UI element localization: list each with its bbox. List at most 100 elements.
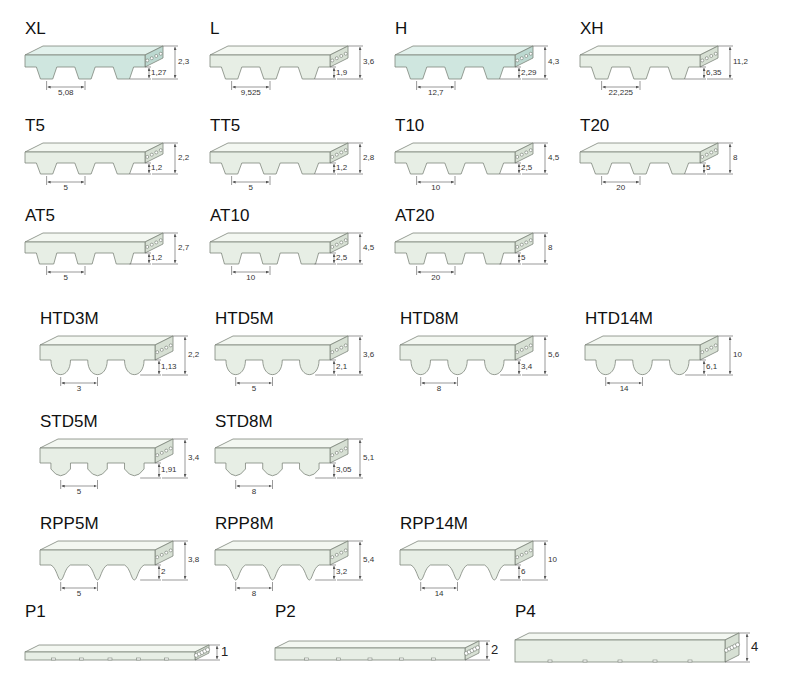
belt-profile-name: P4 xyxy=(515,603,536,622)
belt-end-face xyxy=(515,336,533,360)
dimension-line xyxy=(185,440,186,477)
extension-line xyxy=(707,79,733,80)
dimension-line xyxy=(62,588,97,589)
extension-line xyxy=(601,176,602,185)
dimension-value: 8 xyxy=(252,590,256,599)
flat-belt xyxy=(275,641,480,660)
dimension-line xyxy=(159,361,160,374)
extension-line xyxy=(60,582,61,591)
dimension-value: 5 xyxy=(249,184,253,193)
extension-line xyxy=(348,541,363,542)
extension-line xyxy=(163,233,178,234)
extension-line xyxy=(270,176,271,185)
extension-line xyxy=(500,375,521,376)
extension-line xyxy=(700,360,706,361)
extension-line xyxy=(315,478,336,479)
extension-line xyxy=(707,375,733,376)
extension-line xyxy=(457,377,458,386)
dimension-line xyxy=(704,361,705,374)
dimension-value: 8 xyxy=(437,385,441,394)
belt-groove xyxy=(368,658,372,660)
extension-line xyxy=(500,174,521,175)
tension-cord xyxy=(160,451,163,454)
belt-top-face xyxy=(585,336,718,345)
belt-profile-name: RPP14M xyxy=(400,515,468,534)
extension-line xyxy=(416,266,417,275)
extension-line xyxy=(718,143,733,144)
extension-line xyxy=(420,582,421,591)
belt-end-face xyxy=(330,541,348,565)
timing-belt xyxy=(215,541,348,580)
dimension-line xyxy=(149,164,150,173)
tension-cord xyxy=(529,549,532,552)
belt-profile-name: AT5 xyxy=(25,207,55,226)
tension-cord xyxy=(340,551,343,554)
tension-cord xyxy=(146,155,149,158)
dimension-line xyxy=(237,588,272,589)
extension-line xyxy=(97,480,98,489)
belt-profile xyxy=(515,640,725,662)
dimension-value: 5,08 xyxy=(58,89,74,98)
extension-line xyxy=(420,377,421,386)
tension-cord xyxy=(525,241,528,244)
tension-cord xyxy=(159,149,162,152)
extension-line xyxy=(337,264,363,265)
extension-line xyxy=(337,79,363,80)
belt-profile xyxy=(215,345,330,375)
timing-belt xyxy=(40,439,173,476)
dimension-line xyxy=(418,182,454,183)
belt-end-face xyxy=(195,645,209,660)
tension-cord xyxy=(150,153,153,156)
belt-groove xyxy=(136,658,140,660)
belt-profile-name: T20 xyxy=(580,117,609,136)
extension-line xyxy=(685,79,706,80)
belt-profile-name: AT20 xyxy=(395,207,434,226)
belt-end-face xyxy=(725,633,739,662)
tension-cord xyxy=(206,648,210,652)
extension-line xyxy=(270,266,271,275)
timing-belt xyxy=(400,336,533,375)
belt-end-face xyxy=(515,46,533,67)
dimension-line xyxy=(233,87,269,88)
dimension-value: 2,5 xyxy=(336,254,347,263)
belt-top-face xyxy=(515,633,739,640)
dimension-value: 14 xyxy=(435,590,444,599)
tension-cord xyxy=(516,556,519,559)
extension-line xyxy=(707,174,733,175)
tension-cord xyxy=(516,155,519,158)
extension-line xyxy=(533,143,548,144)
dimension-line xyxy=(607,383,642,384)
belt-profile-name: P1 xyxy=(25,603,46,622)
dimension-value: 4,3 xyxy=(548,58,559,67)
belt-end-face xyxy=(700,46,718,67)
dimension-line xyxy=(519,566,520,579)
belt-groove xyxy=(336,658,340,660)
tension-cord xyxy=(340,346,343,349)
tension-cord xyxy=(340,449,343,452)
dimension-line xyxy=(334,164,335,173)
belt-groove xyxy=(400,658,404,660)
dimension-line xyxy=(334,566,335,579)
tension-cord xyxy=(335,553,338,556)
belt-top-face xyxy=(210,233,348,242)
tension-cord xyxy=(705,153,708,156)
dimension-line xyxy=(418,272,454,273)
tension-cord xyxy=(335,243,338,246)
extension-line xyxy=(140,375,161,376)
belt-top-face xyxy=(40,336,173,345)
tension-cord xyxy=(146,59,149,62)
dimension-line xyxy=(62,383,97,384)
tension-cord xyxy=(476,646,480,650)
belt-profile-name: RPP5M xyxy=(40,515,99,534)
tension-cord xyxy=(340,241,343,244)
dimension-value: 5 xyxy=(64,184,68,193)
dimension-value: 20 xyxy=(616,184,625,193)
extension-line xyxy=(270,81,271,90)
extension-line xyxy=(348,233,363,234)
extension-line xyxy=(337,375,363,376)
dimension-value: 4 xyxy=(751,640,758,654)
dimension-line xyxy=(175,234,176,263)
extension-line xyxy=(515,253,521,254)
belt-profile xyxy=(40,448,155,476)
dimension-line xyxy=(360,440,361,477)
